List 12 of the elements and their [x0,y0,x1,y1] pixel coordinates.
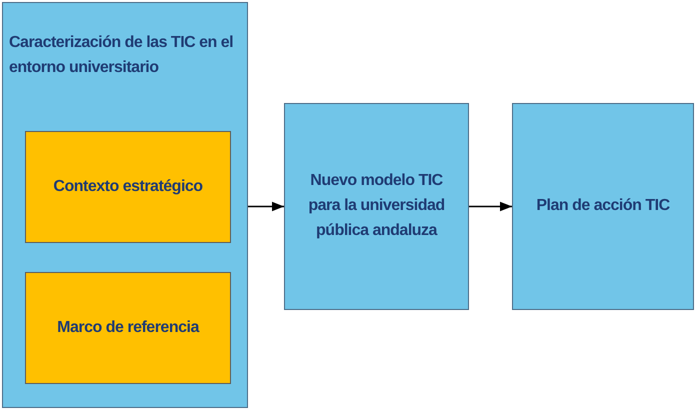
process-box [25,131,231,243]
process-box [25,272,231,384]
box-label: Nuevo modelo TIC para la universidad pública andaluza [307,171,446,241]
process-box [284,103,469,310]
box-label: Plan de acción TIC [535,196,671,216]
process-box [512,103,694,310]
box-label: Contexto estratégico [52,176,204,197]
group-box [2,2,248,408]
box-label: Marco de referencia [56,318,200,338]
arrow [248,202,284,212]
box-label: Caracterización de las TIC en el entorno universitario [9,33,234,78]
arrow [469,202,512,212]
